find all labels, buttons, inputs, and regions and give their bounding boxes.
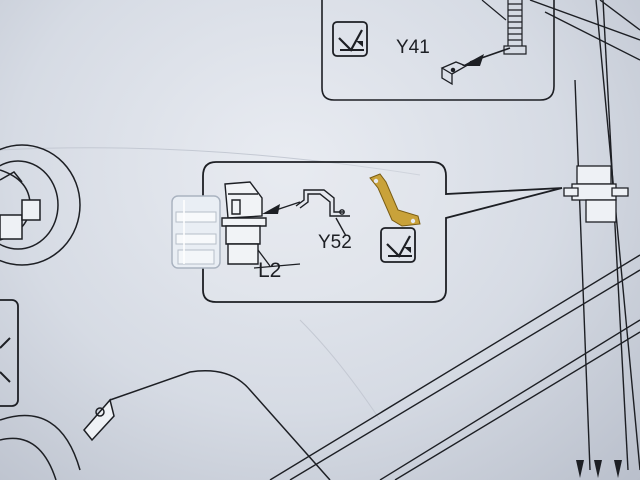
paper-creases [0, 147, 421, 421]
left-symbol-fragment [0, 299, 19, 407]
l2-pointer-line [257, 249, 271, 267]
photo-etch-icon [332, 21, 368, 57]
photo-etch-icon [380, 227, 416, 263]
l2-leader-line [253, 263, 301, 269]
top-inset-box: Y41 [321, 0, 555, 101]
down-arrows [576, 460, 622, 478]
main-callout-box: Y52 L2 [202, 161, 563, 303]
brass-etch-part [369, 173, 421, 227]
y41-bracket-part [440, 61, 468, 86]
spring-coil [481, 0, 527, 55]
left-wheel-drawing-bottom [0, 370, 331, 480]
right-bracket-part [563, 165, 629, 223]
label-l2: L2 [258, 259, 281, 282]
y41-arrow [462, 47, 511, 66]
label-y41: Y41 [396, 37, 430, 58]
assembly-guide-lines [269, 0, 640, 480]
callout-arrow [262, 201, 301, 214]
y52-bracket-drawing [295, 189, 350, 237]
l2-housing-part [221, 181, 267, 265]
label-y52: Y52 [318, 232, 352, 253]
left-wheel-drawing-top [0, 144, 81, 266]
clear-lens-part [171, 195, 221, 269]
